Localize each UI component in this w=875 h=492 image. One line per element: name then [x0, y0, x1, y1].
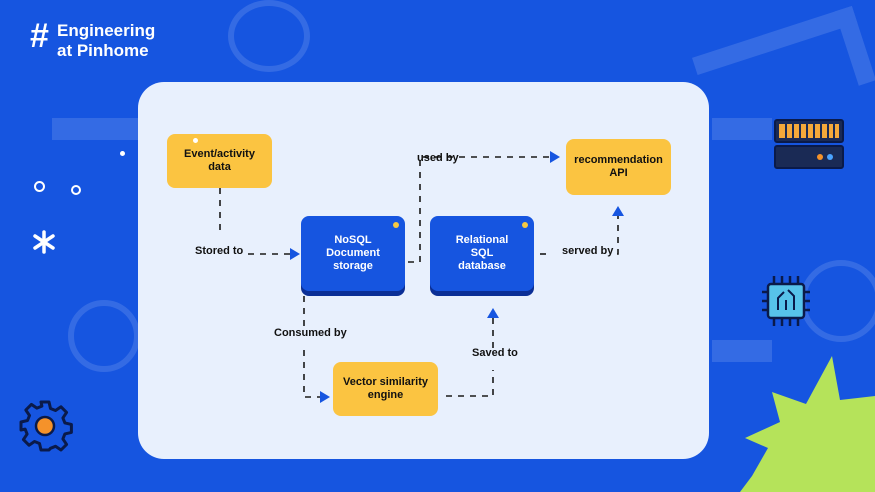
edge-served-by-line	[617, 216, 619, 255]
node-vector-similarity-engine: Vector similarity engine	[333, 362, 438, 416]
diagram-edges	[219, 151, 624, 403]
brand-line-2: at Pinhome	[57, 41, 149, 60]
arrowhead-icon	[487, 308, 499, 318]
edge-label-saved-to: Saved to	[472, 347, 518, 359]
node-relational-sql-database: Relational SQL database	[430, 216, 534, 291]
node-label: Vector similarity engine	[343, 376, 428, 401]
node-recommendation-api: recommendation API	[566, 139, 671, 195]
starburst-shape	[740, 356, 875, 492]
edge-label-used-by: used by	[417, 152, 459, 164]
background-stripe	[712, 118, 772, 140]
ring-icon	[34, 181, 45, 192]
circuit-chip-icon	[762, 276, 810, 326]
node-label: Event/activity data	[184, 148, 255, 173]
node-label: recommendation API	[574, 154, 663, 179]
background-stripe	[712, 340, 772, 362]
node-dot	[393, 222, 399, 228]
edge-consumed-by-line	[303, 350, 320, 398]
background-globe-icon	[228, 0, 310, 72]
brand-hash: #	[30, 17, 49, 55]
node-event-activity-data: Event/activity data	[167, 134, 272, 188]
arrowhead-icon	[290, 248, 300, 260]
edge-used-by-line	[408, 156, 550, 263]
diagram-panel: Event/activity data NoSQL Document stora…	[138, 82, 709, 459]
edge-saved-to-line	[446, 370, 494, 397]
gear-icon	[19, 400, 73, 452]
node-nosql-document-storage: NoSQL Document storage	[301, 216, 405, 291]
background-circle	[68, 300, 140, 372]
node-dot	[193, 138, 198, 143]
arrowhead-icon	[320, 391, 330, 403]
background-stripe	[52, 118, 142, 140]
edge-label-stored-to: Stored to	[195, 245, 244, 257]
background-chevron	[692, 5, 875, 133]
ring-icon	[71, 185, 81, 195]
node-label: NoSQL Document storage	[326, 234, 380, 272]
node-label: Relational SQL database	[455, 234, 509, 272]
arrowhead-icon	[612, 206, 624, 216]
node-dot	[522, 222, 528, 228]
edge-label-served-by: served by	[562, 245, 614, 257]
arrowhead-icon	[550, 151, 560, 163]
server-icon	[774, 119, 844, 169]
brand-line-1: Engineering	[57, 21, 156, 40]
sparkle-icon	[33, 230, 55, 254]
edge-label-consumed-by: Consumed by	[274, 327, 347, 339]
small-dot-icon	[120, 151, 125, 156]
